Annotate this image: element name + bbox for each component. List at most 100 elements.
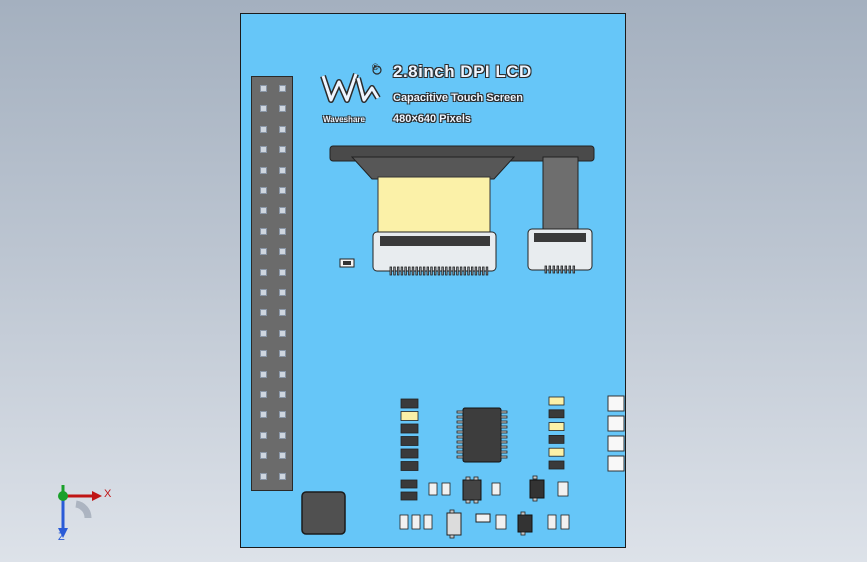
smd-resistor: [400, 436, 419, 446]
smd-resistor: [400, 461, 419, 471]
ic-leg: [500, 415, 508, 419]
transistor-leg: [520, 511, 526, 516]
board-subtitle: Capacitive Touch Screen: [393, 92, 524, 104]
transistor-leg: [465, 499, 471, 504]
header-pin: [260, 248, 267, 256]
test-pad: [607, 455, 625, 472]
smd-resistor: [548, 460, 565, 470]
ic-leg: [500, 430, 508, 434]
transistor: [517, 514, 533, 533]
ic-leg: [500, 420, 508, 424]
header-pin: [260, 227, 267, 235]
header-pin: [279, 268, 286, 276]
flex-cable-main: [377, 176, 491, 234]
ic-leg: [500, 410, 508, 414]
connector-pin: [568, 265, 572, 274]
header-pin: [279, 391, 286, 398]
header-pin: [260, 391, 267, 398]
connector-pin: [463, 266, 467, 276]
ic-leg: [456, 415, 464, 419]
header-pin: [260, 329, 267, 337]
ic-leg: [456, 410, 464, 414]
smd-capacitor: [547, 514, 557, 530]
board-title: 2.8inch DPI LCD: [393, 62, 532, 81]
smd-capacitor: [560, 514, 570, 530]
board-resolution: 480×640 Pixels: [393, 113, 471, 125]
connector-pin: [560, 265, 564, 274]
ic-leg: [456, 420, 464, 424]
gpio-pin-header: [251, 76, 293, 491]
header-pin: [279, 166, 286, 174]
smd-resistor: [400, 491, 418, 501]
header-pin: [260, 105, 267, 113]
header-pin: [279, 452, 286, 460]
header-pin: [279, 370, 286, 378]
waveshare-logo-icon: [320, 66, 382, 103]
connector-pin: [408, 266, 411, 276]
header-pin: [279, 289, 286, 296]
connector-pin: [467, 266, 470, 276]
smd-resistor: [548, 396, 565, 406]
header-pin: [260, 207, 267, 215]
inductor-block: [301, 491, 346, 535]
transistor: [529, 479, 545, 499]
connector-pin: [485, 266, 489, 276]
ic-leg: [500, 435, 508, 439]
connector-pin: [456, 266, 459, 276]
connector-pin: [441, 266, 444, 276]
header-pin: [279, 207, 286, 215]
transistor-leg: [465, 476, 471, 481]
header-pin: [260, 268, 267, 276]
ic-leg: [500, 425, 508, 429]
capacitor: [475, 513, 491, 523]
smd-resistor: [400, 398, 419, 409]
connector-pin: [415, 266, 418, 276]
connector-pin: [544, 265, 548, 274]
connector-pin: [448, 266, 452, 276]
transistor-leg: [449, 509, 455, 514]
z-axis-label: Z: [58, 531, 65, 543]
lcd-pcb-board: [240, 13, 626, 548]
connector-pin: [437, 266, 441, 276]
connector-pin: [445, 266, 448, 276]
smd-resistor: [548, 447, 565, 457]
smd-resistor: [400, 479, 418, 489]
smd-capacitor: [557, 481, 569, 497]
smd-capacitor: [495, 514, 507, 530]
connector-pin: [389, 266, 393, 276]
connector-pin: [433, 266, 437, 276]
smd-resistor: [548, 422, 565, 432]
connector-pin: [572, 265, 576, 274]
header-pin: [260, 411, 267, 419]
flex-cable-neck: [350, 156, 516, 180]
smd-resistor: [400, 411, 419, 421]
header-pin: [279, 431, 286, 439]
connector-pin: [411, 266, 415, 276]
smd-resistor: [400, 423, 419, 434]
transistor: [462, 479, 482, 501]
connector-pin: [556, 265, 560, 274]
header-pin: [260, 431, 267, 439]
transistor: [446, 512, 462, 536]
connector-pin: [422, 266, 426, 276]
ic-leg: [456, 450, 464, 454]
connector-pin: [478, 266, 481, 276]
axis-triad-icon: [58, 485, 102, 538]
header-pin: [260, 125, 267, 133]
brand-name: Waveshare: [323, 115, 365, 124]
header-pin: [279, 227, 286, 235]
connector-pin: [459, 266, 463, 276]
ic-leg: [500, 445, 508, 449]
header-pin: [260, 166, 267, 174]
connector-pin: [430, 266, 433, 276]
header-pin: [279, 248, 286, 256]
header-pin: [279, 350, 286, 358]
transistor-leg: [449, 534, 455, 539]
connector-pin: [452, 266, 455, 276]
ic-leg: [500, 440, 508, 444]
connector-pin: [470, 266, 474, 276]
header-pin: [279, 146, 286, 154]
header-pin: [279, 472, 286, 480]
connector-pin: [419, 266, 422, 276]
